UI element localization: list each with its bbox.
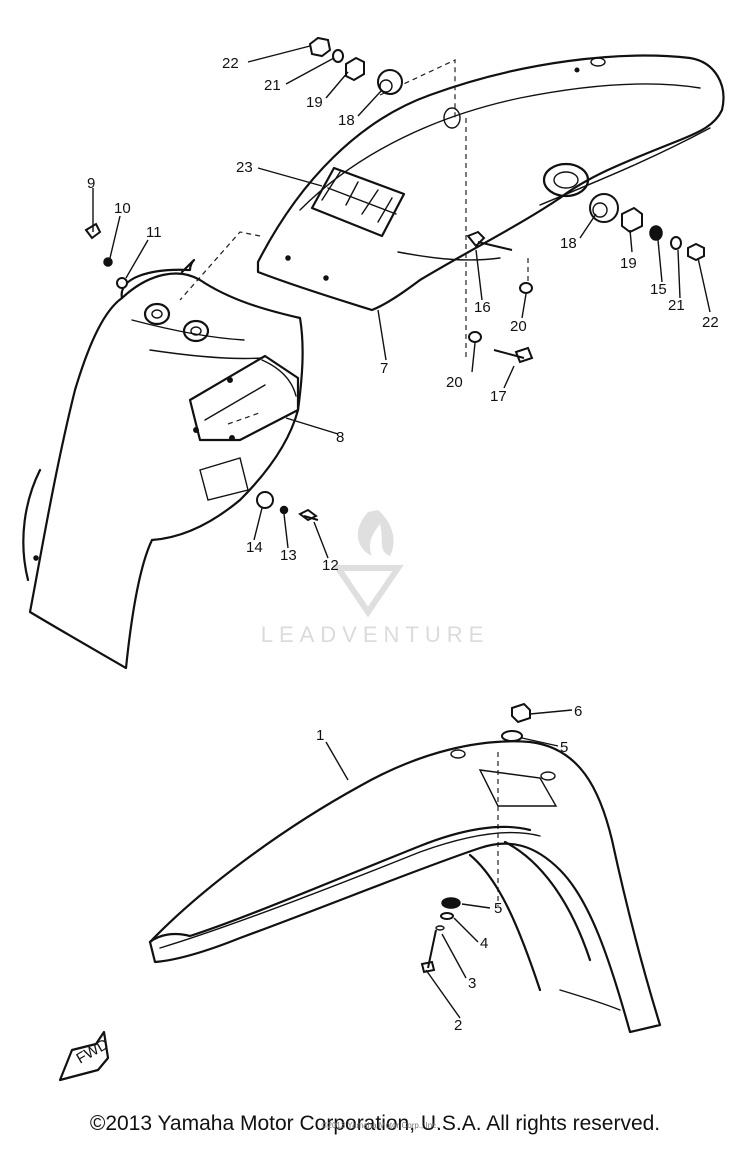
alignment-lines [179, 59, 529, 906]
callout-17: 17 [490, 388, 507, 405]
washer-21-top [332, 49, 344, 63]
callout-2: 2 [454, 1017, 462, 1034]
callout-18-top: 18 [338, 112, 355, 129]
copyright-overlay-text: ©2013 Yamaha Motor Corp., Inc. [321, 1121, 439, 1130]
callout-20-left: 20 [446, 374, 463, 391]
callout-21-top: 21 [264, 77, 281, 94]
washer-10 [103, 257, 113, 267]
bolt-16 [466, 230, 513, 251]
callout-5-top: 5 [560, 739, 568, 756]
callout-16: 16 [474, 299, 491, 316]
grommet-18-right [589, 193, 619, 223]
nut-22-top [308, 36, 332, 58]
callout-20-right: 20 [510, 318, 527, 335]
grommet-5-top [501, 730, 523, 742]
washer-20-left [468, 331, 482, 343]
callout-19-top: 19 [306, 94, 323, 111]
front-flap [22, 258, 304, 670]
washer-14 [256, 491, 274, 509]
callout-12: 12 [322, 557, 339, 574]
callout-1: 1 [316, 727, 324, 744]
callout-4: 4 [480, 935, 488, 952]
rear-fender [256, 54, 725, 312]
bolt-17 [493, 346, 534, 364]
callout-5-bottom: 5 [494, 900, 502, 917]
washer-15 [649, 225, 663, 241]
callout-18-right: 18 [560, 235, 577, 252]
warning-decal [310, 166, 406, 238]
v-logo-icon [332, 565, 404, 618]
nut-22-right [687, 242, 705, 262]
callout-11: 11 [146, 224, 162, 241]
callout-14: 14 [246, 539, 263, 556]
callout-22-right: 22 [702, 314, 719, 331]
screw-12 [298, 508, 319, 522]
washer-11 [116, 277, 128, 289]
washer-4 [440, 912, 454, 920]
grommet-5-bottom [441, 897, 461, 909]
callout-6: 6 [574, 703, 582, 720]
collar-19-right [621, 206, 643, 234]
watermark-text: LEADVENTURE [261, 622, 490, 647]
callout-21-right: 21 [668, 297, 685, 314]
copyright-notice: ©2013 Yamaha Motor Corporation, U.S.A. A… [89, 1112, 661, 1135]
callout-23: 23 [236, 159, 253, 176]
callout-13: 13 [280, 547, 297, 564]
callout-9: 9 [87, 175, 95, 192]
washer-21-right [670, 236, 682, 250]
callout-8: 8 [336, 429, 344, 446]
bolt-6 [511, 702, 531, 724]
callout-3: 3 [468, 975, 476, 992]
callout-7: 7 [380, 360, 388, 377]
bolt-2 [420, 929, 437, 974]
washer-20-right [519, 282, 533, 294]
callout-leaders [92, 45, 711, 1019]
callout-15: 15 [650, 281, 667, 298]
forward-arrow: FWD [58, 1030, 112, 1082]
callout-19-right: 19 [620, 255, 637, 272]
leadventure-watermark: LEADVENTURE [261, 510, 490, 647]
callout-22-top: 22 [222, 55, 239, 72]
front-fender [148, 740, 662, 1034]
flame-logo-icon [357, 510, 394, 556]
washer-13 [279, 505, 289, 515]
hardware-parts [84, 36, 705, 974]
callout-labels: 22 21 19 18 23 9 10 11 18 19 15 21 22 16… [87, 55, 719, 1034]
collar-19-top [345, 56, 365, 82]
callout-10: 10 [114, 200, 131, 217]
